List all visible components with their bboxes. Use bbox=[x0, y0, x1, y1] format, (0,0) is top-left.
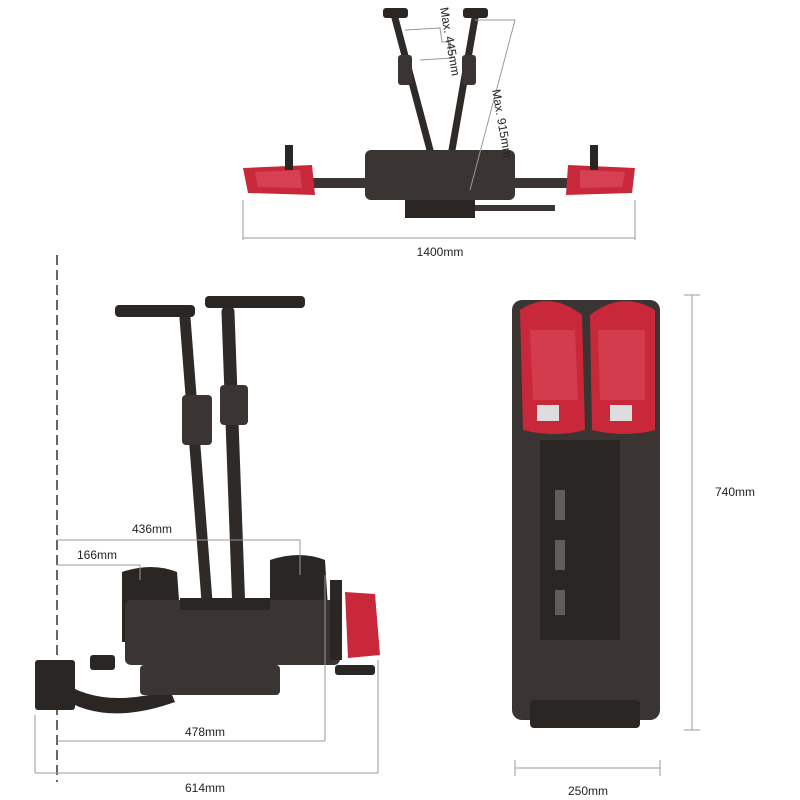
dim-166-label: 166mm bbox=[77, 548, 117, 562]
top-view-rack bbox=[243, 8, 635, 218]
width-250-label: 250mm bbox=[568, 784, 608, 798]
handle-445-label: Max. 445mm bbox=[437, 6, 463, 77]
height-740-label: 740mm bbox=[715, 485, 755, 499]
width-1400-label: 1400mm bbox=[417, 245, 464, 259]
folded-view-dimensions bbox=[514, 294, 700, 776]
top-view-dimensions bbox=[242, 19, 636, 240]
dim-436-label: 436mm bbox=[132, 522, 172, 536]
side-view-rack bbox=[35, 296, 380, 714]
folded-view-rack bbox=[512, 300, 660, 728]
reach-915-label: Max. 915mm bbox=[489, 88, 515, 159]
dim-614-label: 614mm bbox=[185, 781, 225, 795]
side-view-dimensions bbox=[34, 539, 379, 774]
dim-478-label: 478mm bbox=[185, 725, 225, 739]
